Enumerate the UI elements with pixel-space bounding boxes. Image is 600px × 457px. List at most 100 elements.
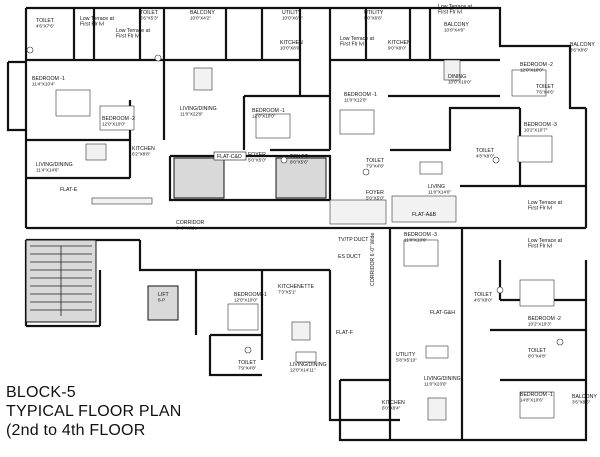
room-name: KITCHEN [382, 400, 405, 406]
room-dimension: 9'0"X8'0" [388, 46, 407, 51]
room-dimension: 12'0"X10'0" [252, 114, 276, 119]
room-dimension: 8'0"X5'6" [290, 160, 309, 165]
room-dimension: 10'0"X10'0" [448, 80, 472, 85]
room-label: BEDROOM -212'0"X10'0" [102, 116, 135, 127]
title-plan-line: TYPICAL FLOOR PLAN [6, 403, 182, 420]
room-name: BEDROOM -2 [520, 62, 553, 68]
room-label: BEDROOM -311'0"X10'6" [404, 232, 437, 243]
room-label: BEDROOM -112'0"X10'0" [234, 292, 267, 303]
room-dimension: 12'0"X10'0" [234, 298, 258, 303]
room-dimension: 7'6"X4'6" [536, 90, 555, 95]
room-name: BALCONY [190, 10, 215, 16]
room-dimension: 6'2"X8'8" [132, 152, 151, 157]
room-name: First Flr lvl [80, 22, 104, 28]
room-dimension: 10'0"X8'0" [280, 46, 301, 51]
room-name: First Flr lvl [438, 10, 462, 16]
room-name: LIVING [428, 184, 445, 190]
room-name: TOILET [36, 18, 55, 24]
room-name: LIVING/DINING [36, 162, 73, 168]
room-name: TOILET [474, 292, 493, 298]
room-name: First Flr lvl [340, 42, 364, 48]
flat-tags: FLAT-E FLAT-C&D FLAT-A&B FLAT-F FLAT-G&H… [60, 151, 455, 336]
room-label: BEDROOM -310'2"X10'7" [524, 122, 557, 133]
title-floor-line: (2nd to 4th FLOOR [6, 422, 146, 439]
tag-flat-gh: FLAT-G&H [430, 310, 455, 316]
room-name: BEDROOM -1 [344, 92, 377, 98]
tag-tv-duct: TV/TP DUCT [338, 237, 369, 243]
room-name: UTILITY [282, 10, 302, 16]
room-name: First Flr lvl [528, 206, 552, 212]
room-dimension: 11'0"X23'0" [424, 382, 447, 387]
tag-corridor-vertical: CORRIDOR 6'-0" Wide [370, 233, 376, 286]
room-dimension: 7'9"X4'8" [366, 164, 385, 169]
room-name: DINING [448, 74, 466, 80]
room-dimension: 14'8"X10'6" [520, 398, 544, 403]
room-name: Low Terrace at [340, 36, 374, 42]
room-name: BEDROOM -1 [32, 76, 65, 82]
room-dimension: 11'0"X10'6" [404, 238, 427, 243]
tag-flat-cd: FLAT-C&D [217, 154, 242, 160]
room-name: LIVING/DINING [424, 376, 461, 382]
room-name: Low Terrace at [438, 4, 472, 10]
room-label: BEDROOM -114'8"X10'6" [520, 392, 553, 403]
room-name: FOYER [248, 152, 266, 158]
room-dimension: 10'2"X10'7" [524, 128, 548, 133]
room-dimension: 10'2"X10'3" [528, 322, 552, 327]
room-dimension: 11'4"X14'6" [36, 168, 59, 173]
room-name: BEDROOM -1 [520, 392, 553, 398]
room-dimension: 5'8"X5'10" [396, 358, 417, 363]
room-dimension: 7'3"X5'1" [278, 290, 297, 295]
room-dimension: 8'0"X4'8" [528, 354, 547, 359]
room-dimension: 10'0"X4'2" [190, 16, 211, 21]
room-dimension: 12'0"X10'0" [520, 68, 544, 73]
room-name: TOILET [140, 10, 159, 16]
room-name: UTILITY [396, 352, 416, 358]
furniture [26, 46, 564, 421]
room-name: LIVING/DINING [290, 362, 327, 368]
room-name: Low Terrace at [528, 200, 562, 206]
room-label: BEDROOM -210'2"X10'3" [528, 316, 561, 327]
room-name: BEDROOM -1 [252, 108, 285, 114]
room-dimension: 6'-0" Wide [176, 226, 197, 231]
room-dimension: 10'0"X4'0" [444, 28, 465, 33]
room-dimension: 7'9"X4'8" [238, 366, 257, 371]
room-name: BEDROOM -1 [234, 292, 267, 298]
room-dimension: 6'0"X8'4" [382, 406, 401, 411]
room-name: LIFT [158, 292, 169, 298]
room-name: TOILET [528, 348, 547, 354]
room-dimension: 11'0"X12'0" [344, 98, 367, 103]
room-name: BEDROOM -3 [404, 232, 437, 238]
room-dimension: 12'0"X14'11" [290, 368, 316, 373]
plan-title-block: BLOCK-5 TYPICAL FLOOR PLAN (2nd to 4th F… [6, 383, 182, 440]
room-label: BEDROOM -112'0"X10'0" [252, 108, 285, 119]
room-dimension: 6'6"X5'3" [140, 16, 159, 21]
